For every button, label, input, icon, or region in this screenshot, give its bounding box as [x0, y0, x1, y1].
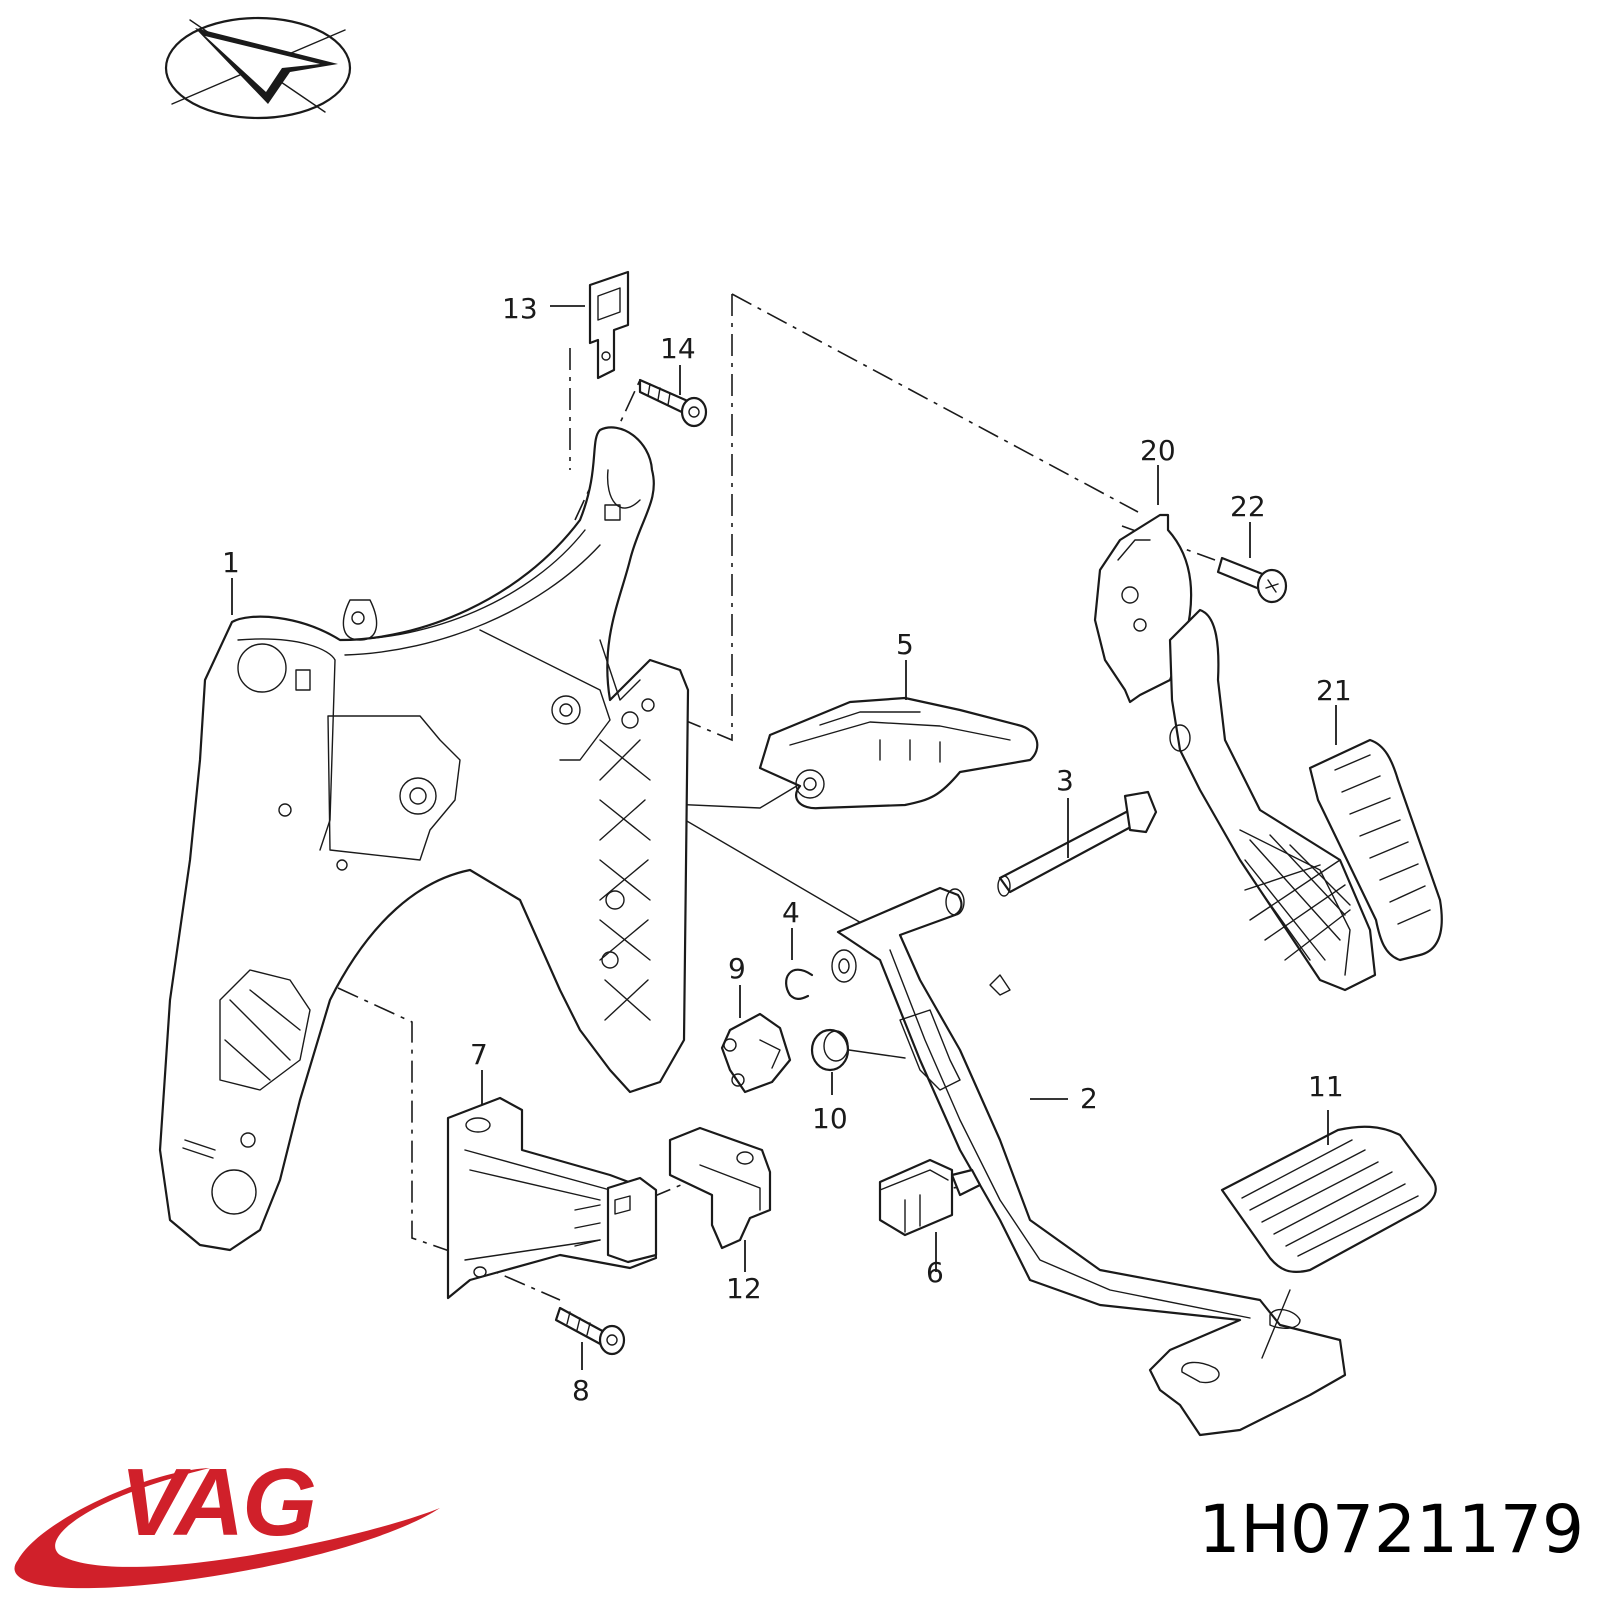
callout-21: 21	[1316, 674, 1352, 707]
screw-8	[554, 1306, 626, 1356]
callout-14: 14	[660, 332, 696, 365]
brake-pedal-pad	[1220, 1125, 1437, 1274]
callout-3: 3	[1056, 764, 1074, 797]
circlip-4	[785, 968, 814, 1000]
leader-lines	[231, 305, 1337, 1370]
callout-9: 9	[728, 952, 746, 985]
callout-8: 8	[572, 1374, 590, 1407]
screw-14	[638, 378, 708, 428]
callout-12: 12	[726, 1272, 762, 1305]
part-number: 1H0721179	[1198, 1491, 1584, 1568]
callout-6: 6	[926, 1256, 944, 1289]
screw-22	[1216, 556, 1288, 604]
brake-pedal	[831, 886, 1347, 1437]
vag-logo-swoosh	[14, 1468, 440, 1589]
vag-logo: VAG	[14, 1449, 440, 1589]
sensor-12	[668, 1126, 772, 1250]
vag-logo-text: VAG	[120, 1449, 315, 1556]
callout-labels: 1 2 3 4 5 6 7 8 9 10 11 12 13 14 20 21 2…	[222, 292, 1352, 1407]
accelerator-pedal-module	[1093, 513, 1377, 992]
cap-10	[810, 1028, 850, 1072]
callout-13: 13	[502, 292, 538, 325]
callout-2: 2	[1080, 1082, 1098, 1115]
callout-7: 7	[470, 1038, 488, 1071]
bushing-9	[720, 1012, 792, 1094]
brake-light-switch-6	[878, 1158, 982, 1237]
mounting-plate-13	[588, 270, 630, 380]
sensor-bracket-7	[446, 1096, 658, 1300]
callout-10: 10	[812, 1102, 848, 1135]
callout-20: 20	[1140, 434, 1176, 467]
pedal-bracket	[158, 426, 690, 1252]
accelerator-pedal-cover	[1308, 738, 1443, 962]
pedal-arm-bracket	[758, 696, 1039, 810]
callout-4: 4	[782, 896, 800, 929]
callout-5: 5	[896, 628, 914, 661]
callout-22: 22	[1230, 490, 1266, 523]
callout-1: 1	[222, 546, 240, 579]
orientation-arrow-icon	[164, 16, 352, 120]
pedal-shaft-bolt	[997, 790, 1158, 897]
callout-11: 11	[1308, 1070, 1344, 1103]
